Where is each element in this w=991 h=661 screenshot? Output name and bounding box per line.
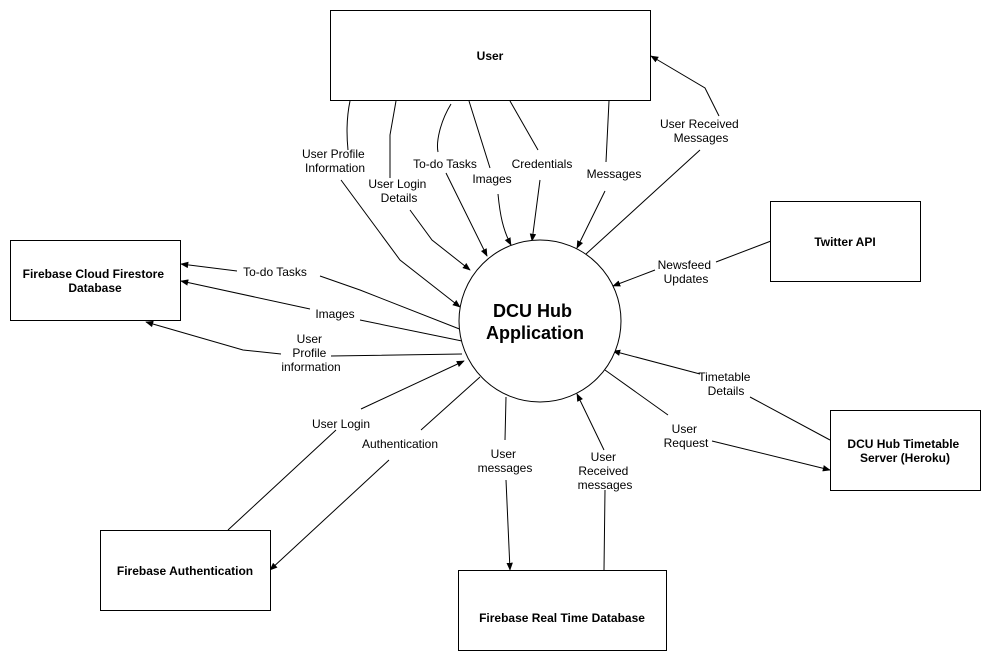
node-user: User: [330, 10, 651, 101]
label-credentials: Credentials: [512, 157, 573, 171]
edge-newsfeed-updates: [613, 240, 772, 286]
node-user-label: User: [477, 49, 504, 63]
label-user-profile-db: User Profile information: [281, 332, 340, 374]
node-auth: Firebase Authentication: [100, 530, 271, 611]
label-user-login: User Login: [312, 417, 370, 431]
edge-images-db: [181, 281, 463, 342]
label-user-login-details: User Login Details: [368, 177, 429, 205]
edge-user-profile-db: [146, 322, 463, 357]
flow-labels: User Profile Information User Login Deta…: [243, 117, 754, 492]
edge-user-received-messages-bottom: [577, 394, 606, 571]
edge-todo-tasks-db: [181, 264, 463, 331]
label-authentication: Authentication: [362, 437, 438, 451]
node-realtime: Firebase Real Time Database: [458, 570, 667, 651]
edge-messages: [577, 100, 610, 248]
label-images-user: Images: [472, 172, 511, 186]
edge-todo-tasks-user: [437, 103, 487, 256]
label-images-db: Images: [315, 307, 354, 321]
edge-user-received-messages-top: [585, 56, 720, 255]
node-timetable: DCU Hub Timetable Server (Heroku): [830, 410, 981, 491]
edge-user-request: [604, 369, 830, 470]
node-realtime-label: Firebase Real Time Database: [479, 611, 645, 625]
edges: [146, 56, 830, 570]
edge-user-login-details: [389, 100, 470, 270]
label-user-profile-information: User Profile Information: [302, 147, 368, 175]
node-firestore: Firebase Cloud Firestore Database: [10, 240, 181, 321]
node-timetable-label: DCU Hub Timetable Server (Heroku): [847, 437, 962, 465]
node-center-label: DCU Hub Application: [486, 301, 584, 343]
label-timetable-details: Timetable Details: [698, 370, 754, 398]
edge-authentication: [270, 376, 481, 570]
edge-images-user: [468, 100, 511, 245]
edge-user-profile-information: [340, 100, 460, 307]
node-twitter-label: Twitter API: [814, 235, 875, 249]
label-user-request: User Request: [664, 422, 709, 450]
label-todo-tasks-user: To-do Tasks: [413, 157, 477, 171]
node-center: DCU Hub Application: [458, 239, 622, 403]
edge-credentials: [509, 100, 541, 241]
label-user-received-messages-top: User Received Messages: [660, 117, 742, 145]
label-user-messages: User messages: [478, 447, 533, 475]
edge-timetable-details: [613, 351, 831, 441]
edge-user-login: [227, 361, 464, 531]
label-messages: Messages: [587, 167, 642, 181]
node-twitter: Twitter API: [770, 201, 921, 282]
node-auth-label: Firebase Authentication: [117, 564, 253, 578]
label-todo-tasks-db: To-do Tasks: [243, 265, 307, 279]
label-user-received-messages-bottom: User Received messages: [578, 450, 633, 492]
edge-user-messages: [505, 396, 510, 570]
label-newsfeed-updates: Newsfeed Updates: [658, 258, 715, 286]
node-firestore-label: Firebase Cloud Firestore Database: [23, 267, 168, 295]
